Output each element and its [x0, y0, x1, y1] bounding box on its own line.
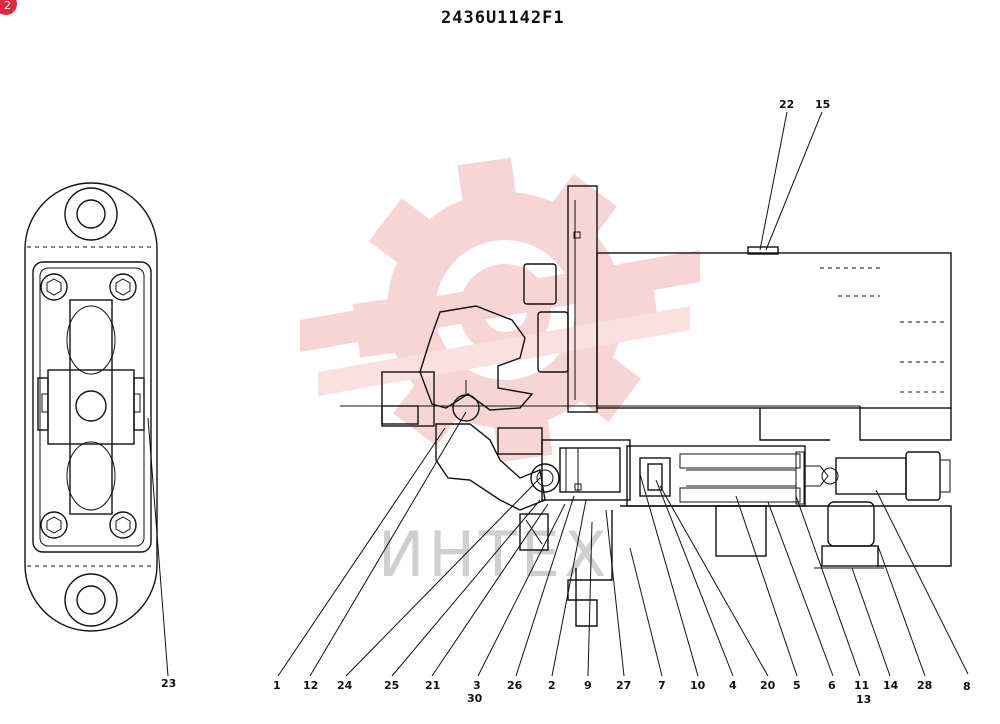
callout-2: 2 — [548, 679, 556, 692]
callout-4: 4 — [729, 679, 737, 692]
callout-9: 9 — [584, 679, 592, 692]
callout-3: 3 — [473, 679, 481, 692]
callout-5: 5 — [793, 679, 801, 692]
callout-12: 12 — [303, 679, 318, 692]
callout-labels: 23 22 15 8 1 12 24 25 21 3 30 26 2 9 27 … — [161, 98, 971, 706]
watermark-logo — [300, 157, 700, 463]
svg-text:2: 2 — [4, 0, 11, 12]
end-view — [24, 182, 158, 632]
callout-11: 11 — [854, 679, 869, 692]
leader-lines — [147, 111, 969, 677]
callout-21: 21 — [425, 679, 440, 692]
callout-15: 15 — [815, 98, 830, 111]
callout-7: 7 — [658, 679, 666, 692]
callout-20: 20 — [760, 679, 776, 692]
watermark-text: ИНТЕХ — [378, 518, 611, 591]
callout-30: 30 — [467, 692, 483, 705]
callout-27: 27 — [616, 679, 631, 692]
drawing-title: 2436U1142F1 — [441, 8, 565, 28]
callout-24: 24 — [337, 679, 353, 692]
callout-26: 26 — [507, 679, 523, 692]
section-view — [340, 185, 952, 627]
callout-28: 28 — [917, 679, 932, 692]
callout-1: 1 — [273, 679, 281, 692]
callout-8: 8 — [963, 680, 971, 693]
callout-25: 25 — [384, 679, 399, 692]
callout-22: 22 — [779, 98, 794, 111]
callout-10: 10 — [690, 679, 706, 692]
callout-6: 6 — [828, 679, 836, 692]
callout-23: 23 — [161, 677, 176, 690]
corner-badge: 2 — [0, 0, 17, 15]
callout-14: 14 — [883, 679, 899, 692]
callout-13: 13 — [856, 693, 871, 706]
